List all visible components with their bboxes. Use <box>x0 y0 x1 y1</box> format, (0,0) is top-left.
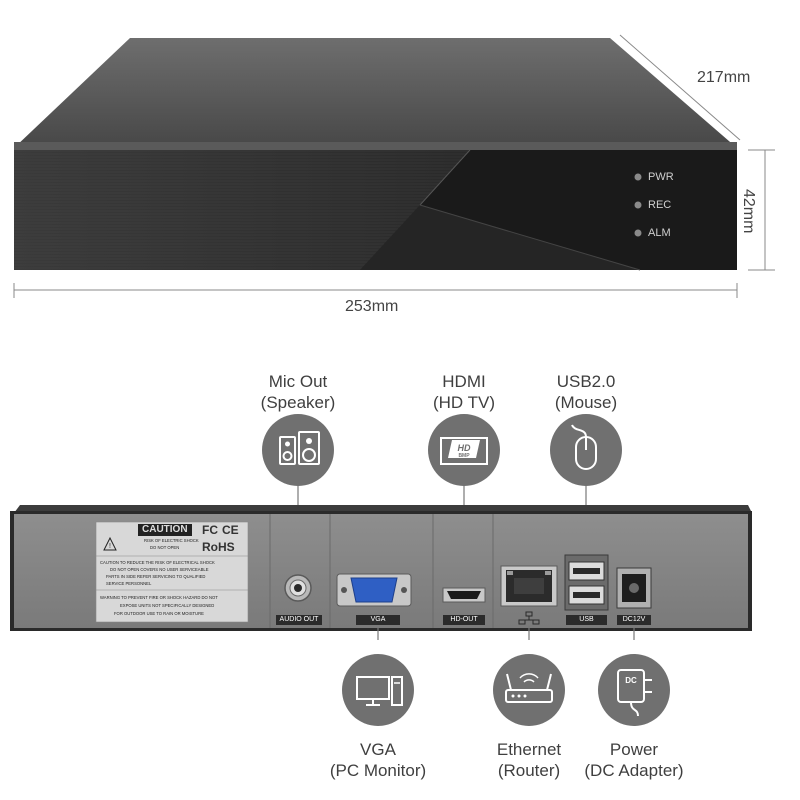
callout-ethernet: Ethernet (Router) <box>475 739 583 781</box>
depth-dimension-label: 217mm <box>697 69 751 86</box>
callout-hdmi-subtitle: (HD TV) <box>432 393 495 412</box>
callout-ethernet-subtitle: (Router) <box>497 761 561 780</box>
callout-usb-subtitle: (Mouse) <box>554 393 618 412</box>
callout-mic-out-subtitle: (Speaker) <box>260 393 336 412</box>
led-label-rec: REC <box>648 199 672 211</box>
caution-body-1: CAUTION TO REDUCE THE RISK OF ELECTRICAL… <box>100 560 215 565</box>
warning-line-1: WARNING TO PREVENT FIRE OR SHOCK HAZARD … <box>100 595 218 600</box>
top-callout-icons: HD BMP <box>262 414 622 520</box>
dc-adapter-badge: DC <box>625 676 637 685</box>
fc-mark: FC <box>202 523 218 537</box>
callout-power: Power (DC Adapter) <box>572 739 696 781</box>
port-label-vga: VGA <box>356 615 400 625</box>
callout-usb-title: USB2.0 <box>556 372 616 391</box>
caution-sticker <box>95 521 249 623</box>
caution-title: CAUTION <box>138 524 192 536</box>
hdmi-icon-badge-top: HD <box>458 443 471 453</box>
callout-mic-out: Mic Out (Speaker) <box>237 371 359 413</box>
led-pwr <box>634 173 642 181</box>
callout-vga-subtitle: (PC Monitor) <box>329 761 427 780</box>
usb-ports <box>564 554 609 611</box>
warning-line-3: FOR OUTDOOR USE TO RAIN OR MOISTURE <box>114 611 204 616</box>
port-label-hd-out: HD-OUT <box>443 615 485 625</box>
callout-power-title: Power <box>609 740 659 759</box>
callout-vga: VGA (PC Monitor) <box>313 739 443 781</box>
rohs-mark: RoHS <box>202 540 235 554</box>
device-front-view <box>13 34 775 298</box>
callout-hdmi-title: HDMI <box>442 372 486 391</box>
warning-line-2: EXPOSE UNITS NOT SPECIFICALLY DESIGNED <box>120 603 215 608</box>
led-label-alm: ALM <box>648 227 671 239</box>
speaker-icon <box>262 414 334 486</box>
device-top-lid <box>14 38 737 148</box>
caution-body-3: PARTS IN SIDE REFER SERVICING TO QUALIFI… <box>106 574 206 579</box>
callout-usb: USB2.0 (Mouse) <box>525 371 647 413</box>
rear-panel: ! <box>10 505 752 640</box>
callout-mic-out-title: Mic Out <box>268 372 328 391</box>
port-label-usb: USB <box>566 615 607 625</box>
monitor-icon <box>342 654 414 726</box>
bottom-callout-icons: DC <box>342 654 670 726</box>
caution-subtitle-2: DO NOT OPEN <box>150 545 180 550</box>
dc-power-port <box>616 567 652 609</box>
caution-body-2: DO NOT OPEN COVERS NO USER SERVICEABLE <box>110 567 209 572</box>
led-label-pwr: PWR <box>648 171 674 183</box>
port-label-audio-out: AUDIO OUT <box>276 615 322 625</box>
callout-power-subtitle: (DC Adapter) <box>584 761 684 780</box>
callout-ethernet-title: Ethernet <box>496 740 562 759</box>
led-alm <box>634 229 642 237</box>
port-label-dc12v: DC12V <box>617 615 651 625</box>
hdmi-port <box>442 587 486 603</box>
callout-vga-title: VGA <box>360 740 396 759</box>
svg-text:!: ! <box>109 543 111 550</box>
ethernet-port <box>500 565 558 607</box>
caution-body-4: SERVICE PERSONNEL <box>106 581 152 586</box>
mouse-icon <box>550 414 622 486</box>
vga-port <box>336 573 412 607</box>
hdmi-icon: HD BMP <box>428 414 500 486</box>
hdmi-icon-badge-bottom: BMP <box>458 453 470 459</box>
ce-mark: CE <box>222 523 239 537</box>
router-icon <box>493 654 565 726</box>
height-dimension-label: 42mm <box>740 189 757 234</box>
audio-out-jack <box>284 574 312 602</box>
width-dimension-label: 253mm <box>345 298 399 315</box>
network-symbol-icon <box>518 611 540 625</box>
caution-subtitle-1: RISK OF ELECTRIC SHOCK <box>144 538 199 543</box>
callout-hdmi: HDMI (HD TV) <box>403 371 525 413</box>
front-bezel <box>420 150 737 270</box>
led-rec <box>634 201 642 209</box>
dc-adapter-icon: DC <box>598 654 670 726</box>
